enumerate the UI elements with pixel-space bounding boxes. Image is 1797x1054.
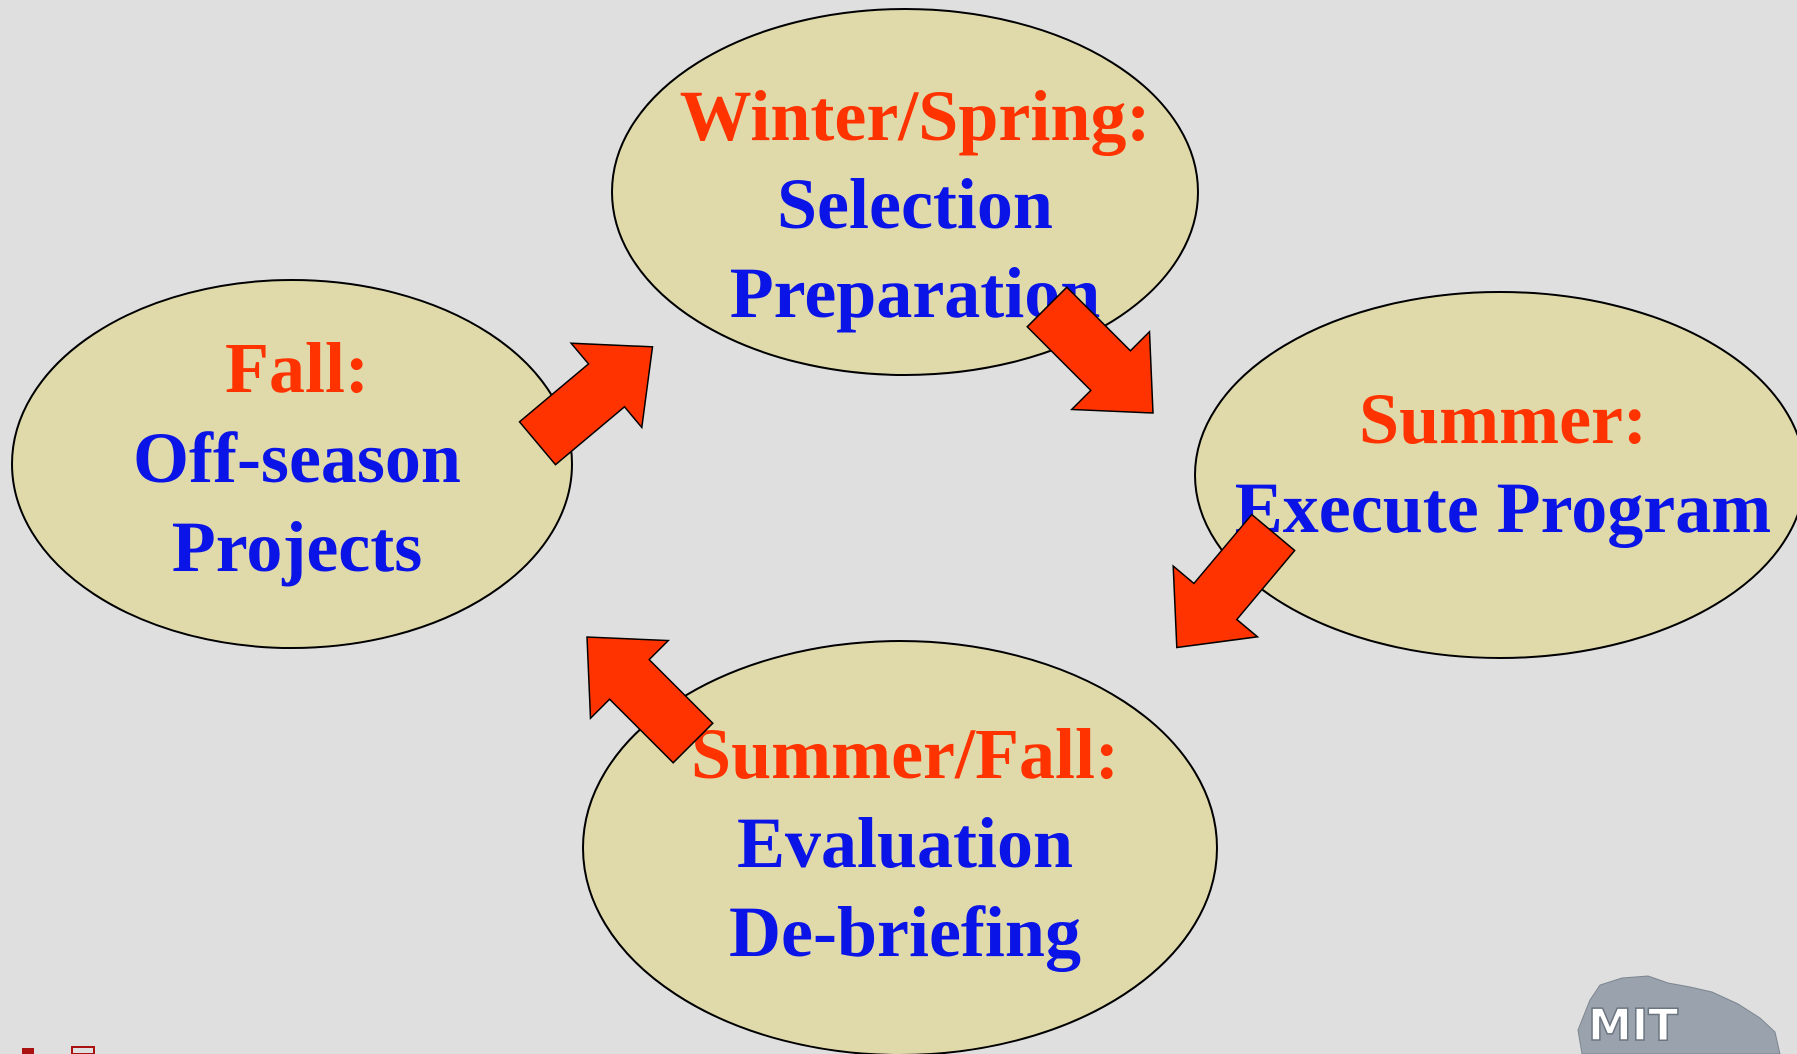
node-summer-fall-ellipse	[582, 640, 1218, 1054]
arrow-summer-fall-to-fall	[586, 636, 714, 764]
node-summer-ellipse	[1194, 291, 1797, 659]
corner-mark-2	[71, 1046, 95, 1054]
mit-logo-text: MIT	[1588, 1000, 1678, 1051]
node-summer-fall-line1: Evaluation	[737, 803, 1073, 883]
node-fall-ellipse	[11, 279, 573, 649]
arrow-fall-to-winter	[518, 342, 654, 466]
node-summer-fall-line2: De-briefing	[729, 892, 1081, 972]
africa-map-icon	[1577, 975, 1781, 1054]
node-winter-spring-ellipse	[611, 8, 1199, 376]
corner-mark-1	[22, 1048, 34, 1054]
node-summer: Summer: Execute Program	[1194, 291, 1797, 659]
node-fall-line1: Off-season	[133, 418, 461, 498]
node-summer-season: Summer:	[1359, 379, 1647, 459]
node-summer-fall-season: Summer/Fall:	[691, 714, 1119, 794]
node-winter-spring: Winter/Spring: Selection Preparation	[611, 8, 1199, 376]
arrow-summer-to-summer-fall	[1172, 513, 1296, 649]
node-fall-line2: Projects	[172, 507, 423, 587]
node-fall: Fall: Off-season Projects	[11, 279, 573, 649]
node-summer-line1: Execute Program	[1235, 468, 1771, 548]
node-fall-season: Fall:	[225, 328, 369, 408]
node-winter-spring-line1: Selection	[777, 164, 1053, 244]
node-summer-fall: Summer/Fall: Evaluation De-briefing	[582, 640, 1218, 1054]
corner-marks	[22, 1046, 95, 1054]
arrow-winter-to-summer	[1026, 286, 1154, 414]
cycle-arrows	[518, 286, 1296, 764]
node-winter-spring-season: Winter/Spring:	[680, 76, 1151, 156]
mit-logo: MIT	[1577, 975, 1781, 1054]
